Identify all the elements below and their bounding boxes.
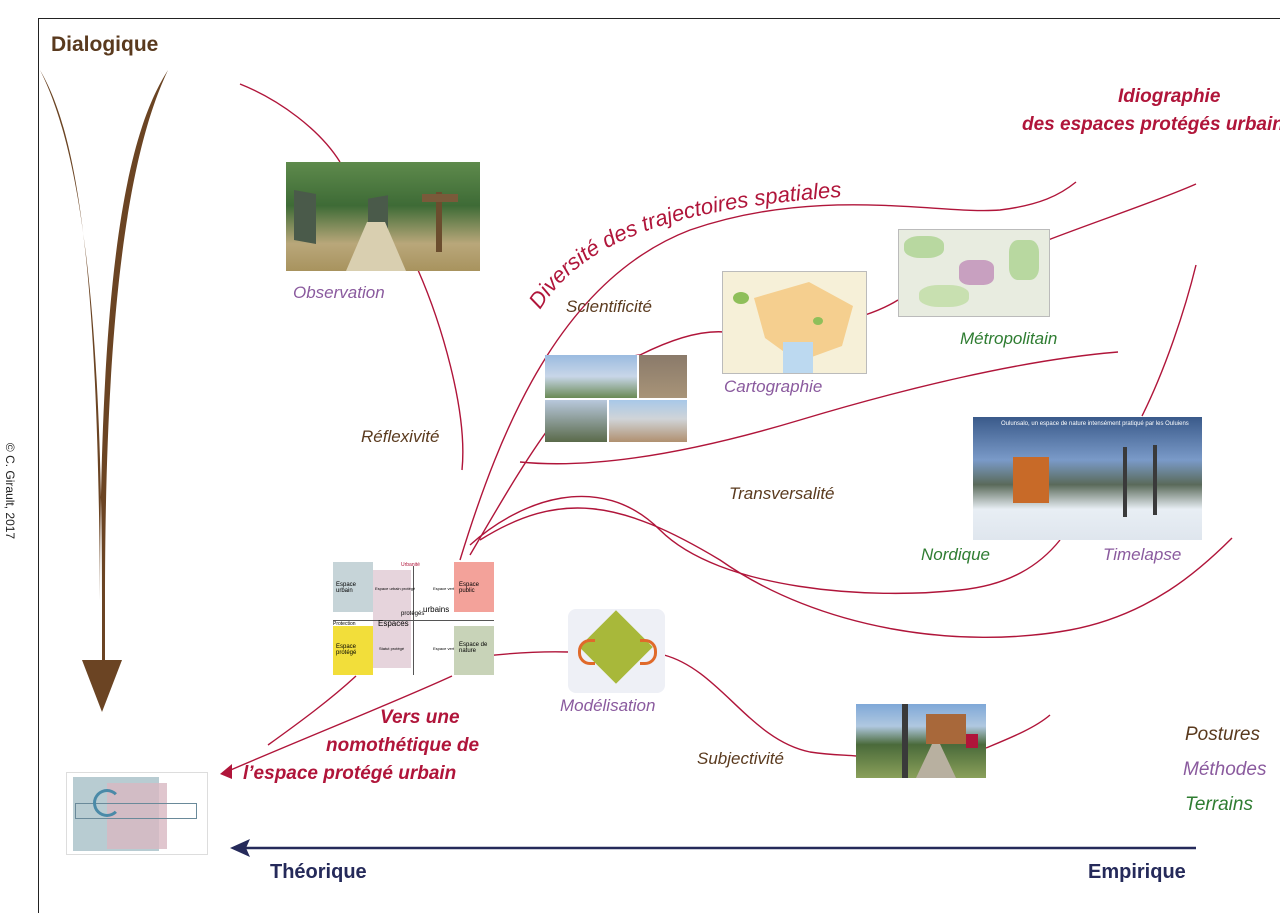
branch-transversalite bbox=[519, 351, 1119, 465]
observation-photo bbox=[286, 162, 480, 271]
nomothetique-arrowhead bbox=[220, 764, 232, 779]
subjectivite-label: Subjectivité bbox=[697, 749, 784, 768]
branch-long-2 bbox=[479, 507, 1233, 639]
modelisation-label: Modélisation bbox=[560, 696, 656, 715]
matrix-espace-nature: Espace de nature bbox=[459, 642, 488, 654]
timelapse-label: Timelapse bbox=[1103, 545, 1182, 564]
matrix-espace-urbain: Espace urbain bbox=[336, 582, 357, 594]
legend-terrains: Terrains bbox=[1185, 794, 1253, 815]
transversalite-label: Transversalité bbox=[729, 484, 835, 503]
empirique-label: Empirique bbox=[1088, 861, 1186, 883]
nordique-label: Nordique bbox=[921, 545, 990, 564]
legend-methodes: Méthodes bbox=[1183, 759, 1267, 780]
modelisation-diagram bbox=[568, 609, 665, 693]
cartographie-label: Cartographie bbox=[724, 377, 823, 396]
observation-label: Observation bbox=[293, 283, 385, 302]
matrix-espaces: Espaces bbox=[378, 619, 409, 628]
matrix-inner-bl: Statut protégé bbox=[379, 646, 405, 651]
branch-subjectivite bbox=[663, 654, 857, 757]
branch-long-1 bbox=[469, 495, 1061, 595]
branch-photos-carto bbox=[639, 331, 726, 356]
branch-carto-metro bbox=[864, 299, 899, 316]
subjectivite-photo bbox=[856, 704, 986, 778]
branch-observation-down bbox=[417, 269, 464, 471]
matrix-inner-tr: Espace vert bbox=[433, 586, 455, 591]
theorique-label: Théorique bbox=[270, 861, 367, 883]
legend-postures: Postures bbox=[1185, 724, 1260, 745]
matrix-top: Urbanité bbox=[401, 562, 420, 568]
metropolitain-label: Métropolitain bbox=[960, 329, 1058, 348]
branch-curves bbox=[225, 83, 1233, 773]
matrix-inner-br: Espace vert bbox=[433, 646, 455, 651]
matrix-espace-public: Espace public bbox=[459, 582, 480, 594]
scientificite-label: Scientificité bbox=[566, 297, 652, 316]
photo-collage bbox=[545, 355, 687, 442]
branch-to-nomothetique bbox=[267, 675, 357, 746]
espaces-matrix: Urbanité Protection urbains Espaces prot… bbox=[333, 562, 494, 675]
branch-timelapse-up bbox=[1141, 264, 1197, 417]
copyright-text: © C. Girault, 2017 bbox=[3, 442, 18, 540]
idiographie-line2: des espaces protégés urbains bbox=[1022, 114, 1280, 135]
timelapse-photo: Oulunsalo, un espace de nature intenséme… bbox=[973, 417, 1202, 540]
matrix-left: Protection bbox=[333, 621, 356, 627]
cartographie-map bbox=[722, 271, 867, 374]
metropolitain-map bbox=[898, 229, 1050, 317]
matrix-espace-protege: Espace protégé bbox=[336, 644, 357, 656]
matrix-inner-tl: Espace urbain protégé bbox=[375, 586, 416, 591]
timelapse-caption: Oulunsalo, un espace de nature intenséme… bbox=[1001, 421, 1189, 427]
idiographie-line1: Idiographie bbox=[1118, 86, 1221, 107]
dialogique-arrow bbox=[40, 70, 168, 712]
nomothetique-line1: Vers une bbox=[380, 707, 460, 728]
nomothetique-line2: nomothétique de bbox=[326, 735, 480, 756]
reflexivite-label: Réflexivité bbox=[361, 427, 440, 446]
branch-trajectoires bbox=[459, 181, 1077, 561]
model-thumbnail bbox=[66, 772, 208, 855]
branch-nomothetique-arrow bbox=[225, 675, 453, 773]
branch-subjectivite-right bbox=[985, 714, 1051, 749]
matrix-proteges: protégés bbox=[401, 611, 425, 617]
nomothetique-line3: l’espace protégé urbain bbox=[243, 763, 457, 784]
branch-observation-top bbox=[239, 83, 341, 163]
matrix-urbains: urbains bbox=[423, 605, 450, 614]
branch-idiographie-1 bbox=[1047, 183, 1197, 241]
dialogique-label: Dialogique bbox=[51, 33, 159, 56]
theorique-empirique-arrow bbox=[230, 839, 1196, 857]
figure-frame bbox=[38, 18, 1280, 913]
